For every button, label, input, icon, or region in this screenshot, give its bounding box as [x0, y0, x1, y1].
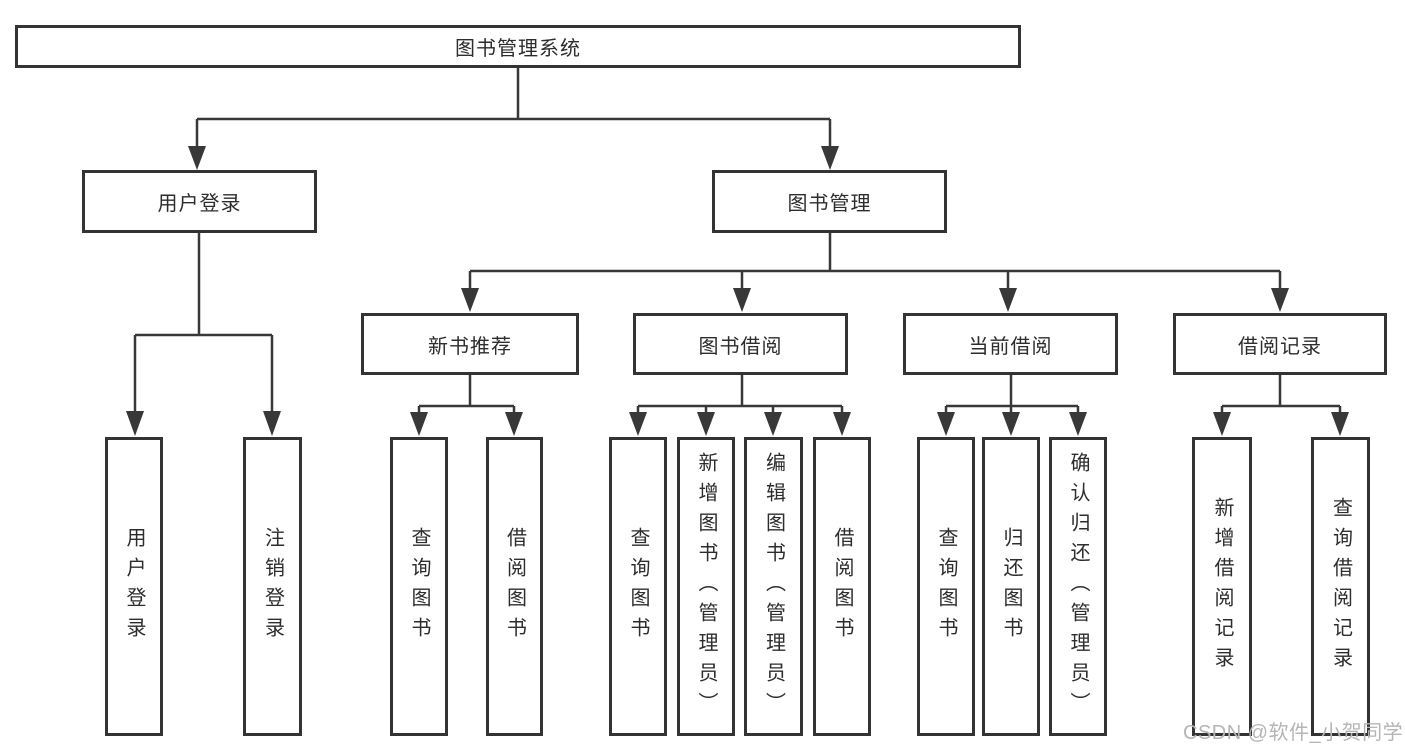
node-borrow-records-label: 借阅记录 [1238, 335, 1322, 358]
connector-borrow-records-branch [1220, 375, 1342, 415]
leaf-borrow-book-2: 借阅图书 [813, 437, 871, 736]
node-root-system-label: 图书管理系统 [455, 38, 581, 60]
leaf-add-borrow-record-label: 新增借阅记录 [1211, 496, 1233, 677]
leaf-borrow-book-1-label: 借阅图书 [503, 526, 526, 647]
node-book-management-label: 图书管理 [787, 193, 872, 215]
connector-book-management-branch [468, 233, 1282, 290]
leaf-borrow-book-1: 借阅图书 [486, 437, 543, 736]
leaf-add-book-admin: 新增图书（管理员） [677, 437, 735, 736]
leaf-query-book-3-label: 查询图书 [935, 526, 957, 647]
leaf-query-borrow-record: 查询借阅记录 [1311, 437, 1370, 736]
connector-book-borrow-branch [636, 375, 844, 415]
node-book-borrow-label: 图书借阅 [698, 335, 783, 358]
leaf-user-login-label: 用户登录 [123, 526, 145, 647]
leaf-logout: 注销登录 [243, 437, 302, 736]
leaf-edit-book-admin-label: 编辑图书（管理员） [762, 451, 785, 722]
node-book-borrow: 图书借阅 [633, 313, 848, 375]
node-book-management: 图书管理 [712, 170, 947, 233]
leaf-confirm-return-admin: 确认归还（管理员） [1049, 437, 1107, 736]
node-new-book-recommend-label: 新书推荐 [428, 335, 512, 358]
leaf-add-borrow-record: 新增借阅记录 [1192, 437, 1252, 736]
connector-current-borrow-branch [944, 375, 1080, 415]
leaf-user-login: 用户登录 [105, 437, 163, 736]
leaf-query-borrow-record-label: 查询借阅记录 [1329, 496, 1352, 677]
node-borrow-records: 借阅记录 [1173, 313, 1387, 375]
node-new-book-recommend: 新书推荐 [361, 313, 579, 375]
node-user-login: 用户登录 [82, 170, 317, 233]
leaf-query-book-1-label: 查询图书 [408, 526, 430, 647]
csdn-watermark: CSDN @软件_小贺同学 [1183, 722, 1404, 744]
leaf-add-book-admin-label: 新增图书（管理员） [695, 451, 717, 722]
leaf-return-book-label: 归还图书 [1000, 526, 1022, 647]
leaf-query-book-3: 查询图书 [917, 437, 975, 736]
leaf-return-book: 归还图书 [982, 437, 1040, 736]
leaf-borrow-book-2-label: 借阅图书 [831, 526, 853, 647]
node-current-borrow: 当前借阅 [903, 313, 1118, 375]
leaf-query-book-2-label: 查询图书 [627, 526, 649, 647]
leaf-query-book-2: 查询图书 [609, 437, 667, 736]
arrowheads [126, 146, 1349, 436]
leaf-logout-label: 注销登录 [261, 526, 284, 647]
connector-user-login-branch [133, 233, 274, 414]
node-root-system: 图书管理系统 [15, 25, 1021, 68]
node-current-borrow-label: 当前借阅 [968, 335, 1053, 358]
connector-new-book-branch [417, 375, 516, 415]
leaf-confirm-return-admin-label: 确认归还（管理员） [1067, 451, 1089, 722]
leaf-query-book-1: 查询图书 [390, 437, 448, 736]
leaf-edit-book-admin: 编辑图书（管理员） [744, 437, 803, 736]
node-user-login-label: 用户登录 [157, 193, 242, 215]
connector-root-branch [195, 68, 832, 148]
